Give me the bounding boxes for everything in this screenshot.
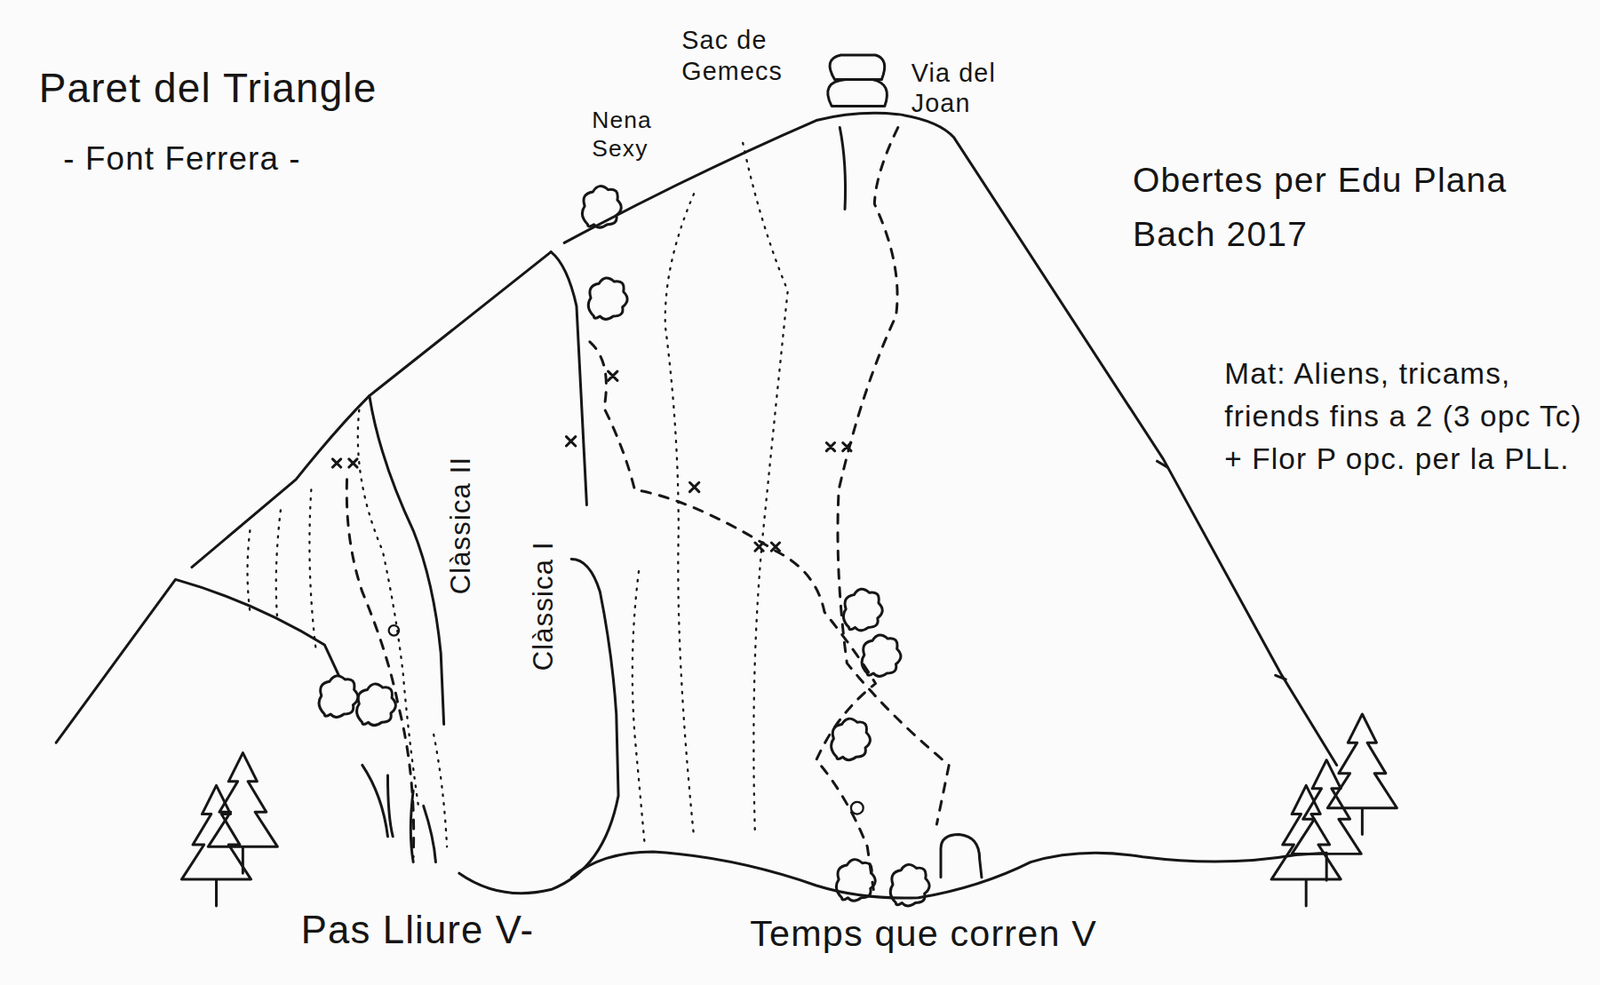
crack xyxy=(839,127,845,210)
sector-name: - Font Ferrera - xyxy=(63,138,471,178)
route-name: Via del Joan xyxy=(911,56,1044,119)
bush xyxy=(843,589,883,631)
bush xyxy=(861,635,901,677)
belay-ring xyxy=(851,802,864,815)
route-grade: Temps que corren V xyxy=(749,911,1260,956)
rock-arch xyxy=(940,835,982,878)
bolt-mark xyxy=(332,371,851,551)
route-line xyxy=(589,342,876,891)
route-line xyxy=(433,734,447,847)
classica-ii-line xyxy=(369,396,445,725)
ridge-ticks xyxy=(1157,461,1287,680)
route-line xyxy=(665,193,694,837)
pine-tree xyxy=(207,753,278,875)
pine-tree xyxy=(181,785,251,907)
opening-note: Obertes per Edu Plana Bach 2017 xyxy=(1132,152,1561,261)
bush xyxy=(318,676,359,718)
route-line xyxy=(742,143,789,837)
pine-tree xyxy=(1327,714,1397,836)
bush xyxy=(890,864,930,907)
pine-tree xyxy=(1291,760,1362,882)
bush xyxy=(588,278,628,320)
route-name: Nena Sexy xyxy=(591,105,690,162)
route-line xyxy=(247,410,419,807)
route-grade: Pas Lliure V- xyxy=(301,907,669,955)
wall-title: Paret del Triangle xyxy=(39,63,519,112)
route-name: Sac de Gemecs xyxy=(681,24,806,87)
left-hill xyxy=(55,579,339,743)
pillar-edge xyxy=(550,252,587,506)
bush xyxy=(831,718,871,761)
gear-note: Mat: Aliens, tricams, friends fins a 2 (… xyxy=(1224,351,1587,481)
bush xyxy=(835,859,876,902)
route-name: Clàssica I xyxy=(527,541,561,671)
boulder xyxy=(827,55,888,106)
bush xyxy=(581,186,621,229)
ground xyxy=(571,851,1327,899)
bush xyxy=(357,684,397,726)
belay-ring xyxy=(389,625,399,636)
shrub xyxy=(362,764,437,862)
route-line xyxy=(632,571,645,847)
route-name: Clàssica II xyxy=(445,456,478,596)
pine-tree xyxy=(1271,785,1341,907)
